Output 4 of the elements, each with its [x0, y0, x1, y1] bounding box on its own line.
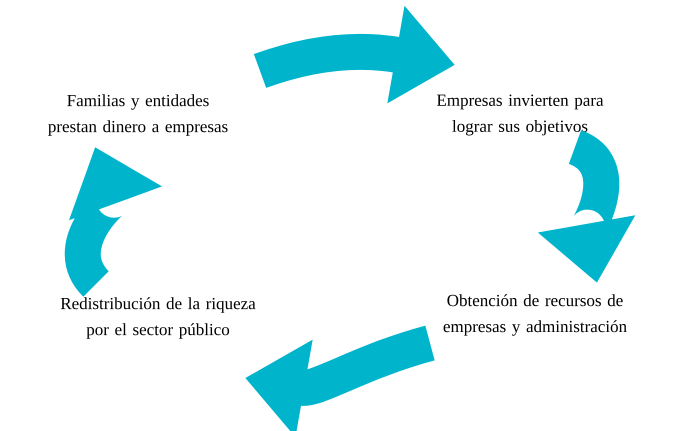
node-text: Obtención de recursos de empresas y administración [444, 294, 627, 336]
node-text: Redistribución de la riqueza por el sector público [60, 297, 256, 339]
node-text: Familias y entidades prestan dinero a empresas [48, 94, 228, 136]
node-text: Empresas invierten para lograr sus objetivos [436, 94, 604, 136]
